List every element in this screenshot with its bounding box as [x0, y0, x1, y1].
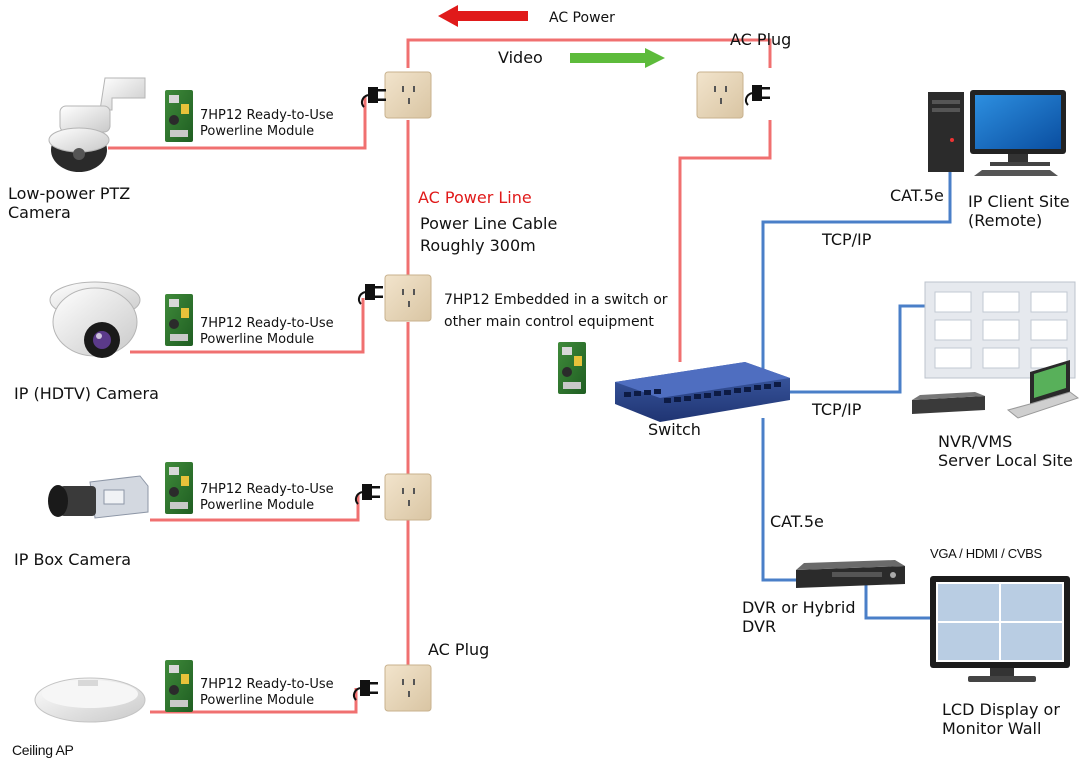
display-line1: LCD Display or	[942, 700, 1060, 719]
module-label-sub: Powerline Module	[200, 124, 315, 140]
camera-2-label: IP (HDTV) Camera	[14, 384, 159, 403]
ac-plug-top-label: AC Plug	[730, 30, 792, 49]
ac-plug-bottom-label: AC Plug	[428, 640, 490, 659]
module-label-4: 7HP12 Ready-to-Use Powerline Module	[200, 677, 334, 710]
embedded-line2: other main control equipment	[444, 314, 654, 330]
tcpip-top-label: TCP/IP	[822, 230, 872, 249]
display-ports-label: VGA / HDMI / CVBS	[930, 546, 1042, 561]
outlet-4	[384, 473, 432, 521]
powerline-module-icon	[165, 294, 193, 346]
camera-1-line2: Camera	[8, 203, 71, 223]
power-lines	[108, 38, 772, 714]
plug-icon	[352, 679, 379, 701]
nvr-line1: NVR/VMS	[938, 432, 1013, 451]
pc-icon	[928, 90, 1066, 176]
dome-camera-icon	[49, 281, 141, 358]
outlet-5	[384, 664, 432, 712]
monitor-wall-icon	[930, 576, 1070, 682]
module-label-name: 7HP12 Ready-to-Use	[200, 482, 334, 497]
laptop-icon	[1006, 360, 1080, 419]
display-label: LCD Display or Monitor Wall	[942, 700, 1060, 738]
camera-3-label: IP Box Camera	[14, 550, 132, 569]
module-label-3: 7HP12 Ready-to-Use Powerline Module	[200, 482, 334, 515]
dvr-label: DVR or Hybrid DVR	[742, 598, 855, 636]
ac-power-arrow-label: AC Power	[549, 10, 615, 26]
tcpip-mid-label: TCP/IP	[812, 400, 862, 419]
module-label-sub: Powerline Module	[200, 498, 315, 514]
dvr-line2: DVR	[742, 617, 777, 637]
plug-icon	[744, 84, 771, 106]
vms-screen-icon	[924, 281, 1076, 379]
ptz-camera-icon	[48, 77, 146, 172]
display-line2: Monitor Wall	[942, 719, 1042, 739]
cat5e-top-label: CAT.5e	[890, 186, 944, 205]
camera-4-label: Ceiling AP	[12, 742, 74, 758]
nvr-label: NVR/VMS Server Local Site	[938, 432, 1073, 470]
video-arrow	[570, 48, 665, 68]
outlet-1	[384, 71, 432, 119]
module-label-name: 7HP12 Ready-to-Use	[200, 316, 334, 331]
powerline-module-icon	[165, 660, 193, 712]
dvr-line1: DVR or Hybrid	[742, 598, 856, 617]
switch-icon	[615, 362, 790, 422]
cat5e-mid-label: CAT.5e	[770, 512, 824, 531]
switch-label: Switch	[648, 420, 701, 439]
module-label-name: 7HP12 Ready-to-Use	[200, 677, 334, 692]
power-line-length-label: Roughly 300m	[420, 236, 536, 255]
nvr-device-icon	[912, 392, 985, 414]
module-label-sub: Powerline Module	[200, 693, 315, 709]
ac-power-arrow	[438, 5, 528, 27]
plug-icon	[354, 483, 381, 505]
dvr-device-icon	[796, 560, 905, 588]
powerline-module-icon	[165, 90, 193, 142]
embedded-line1: 7HP12 Embedded in a switch or	[444, 292, 668, 308]
ceiling-ap-icon	[34, 677, 146, 723]
camera-1-line1: Low-power PTZ	[8, 184, 131, 203]
power-line-cable-label: Power Line Cable	[420, 214, 558, 233]
outlet-2	[696, 71, 744, 119]
network-lines	[761, 172, 952, 620]
power-line-title: AC Power Line	[418, 188, 532, 207]
box-camera-icon	[48, 475, 149, 519]
nvr-line2: Server Local Site	[938, 451, 1073, 471]
camera-1-label: Low-power PTZ Camera	[8, 184, 130, 222]
client-line1: IP Client Site	[968, 192, 1070, 211]
video-arrow-label: Video	[498, 48, 543, 67]
client-line2: (Remote)	[968, 211, 1043, 231]
module-label-1: 7HP12 Ready-to-Use Powerline Module	[200, 108, 334, 141]
module-label-sub: Powerline Module	[200, 332, 315, 348]
module-label-name: 7HP12 Ready-to-Use	[200, 108, 334, 123]
client-label: IP Client Site (Remote)	[968, 192, 1070, 230]
embedded-module-icon	[558, 342, 586, 394]
outlet-3	[384, 274, 432, 322]
module-label-2: 7HP12 Ready-to-Use Powerline Module	[200, 316, 334, 349]
powerline-module-icon	[165, 462, 193, 514]
